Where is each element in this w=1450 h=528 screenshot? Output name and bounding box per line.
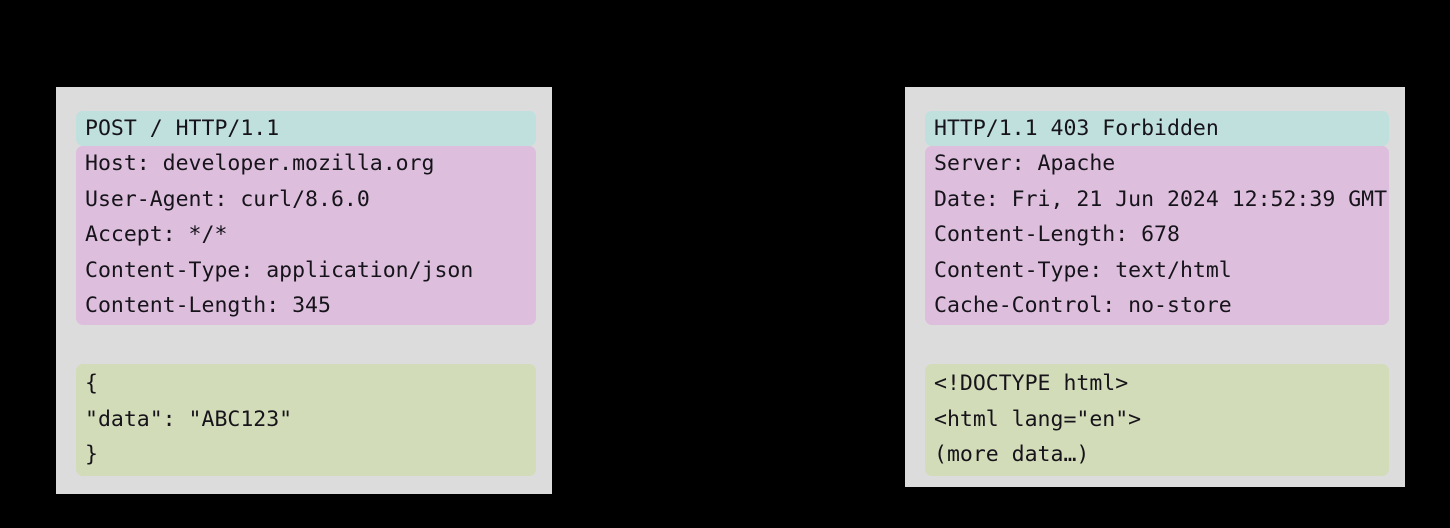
- request-body-line: {: [85, 371, 98, 397]
- response-body-line: (more data…): [934, 442, 1090, 468]
- request-message-stack: POST / HTTP/1.1 Host: developer.mozilla.…: [76, 111, 536, 476]
- response-body-line: <html lang="en">: [934, 406, 1142, 432]
- response-body-block: <!DOCTYPE html> <html lang="en"> (more d…: [925, 364, 1389, 476]
- response-header-line: Date: Fri, 21 Jun 2024 12:52:39 GMT: [934, 186, 1388, 212]
- response-body-line: <!DOCTYPE html>: [934, 371, 1129, 397]
- request-header-line: Accept: */*: [85, 222, 228, 248]
- request-body-block: { "data": "ABC123" }: [76, 364, 536, 476]
- request-start-line: POST / HTTP/1.1: [85, 116, 280, 141]
- http-request-panel: POST / HTTP/1.1 Host: developer.mozilla.…: [56, 87, 552, 494]
- response-header-line: Content-Type: text/html: [934, 257, 1232, 283]
- request-header-line: Content-Length: 345: [85, 293, 331, 319]
- request-header-line: Content-Type: application/json: [85, 257, 474, 283]
- response-headers-block: Server: Apache Date: Fri, 21 Jun 2024 12…: [925, 146, 1389, 326]
- response-header-line: Server: Apache: [934, 151, 1116, 177]
- response-header-line: Cache-Control: no-store: [934, 293, 1232, 319]
- response-status-line-block: HTTP/1.1 403 Forbidden: [925, 111, 1389, 147]
- http-response-panel: HTTP/1.1 403 Forbidden Server: Apache Da…: [905, 87, 1405, 487]
- request-headers-block: Host: developer.mozilla.org User-Agent: …: [76, 146, 536, 326]
- request-start-line-block: POST / HTTP/1.1: [76, 111, 536, 147]
- response-header-line: Content-Length: 678: [934, 222, 1180, 248]
- response-message-stack: HTTP/1.1 403 Forbidden Server: Apache Da…: [925, 111, 1389, 476]
- response-status-line: HTTP/1.1 403 Forbidden: [934, 116, 1219, 141]
- request-body-line: "data": "ABC123": [85, 406, 293, 432]
- request-header-line: Host: developer.mozilla.org: [85, 151, 435, 177]
- request-body-line: }: [85, 442, 98, 468]
- request-header-line: User-Agent: curl/8.6.0: [85, 186, 370, 212]
